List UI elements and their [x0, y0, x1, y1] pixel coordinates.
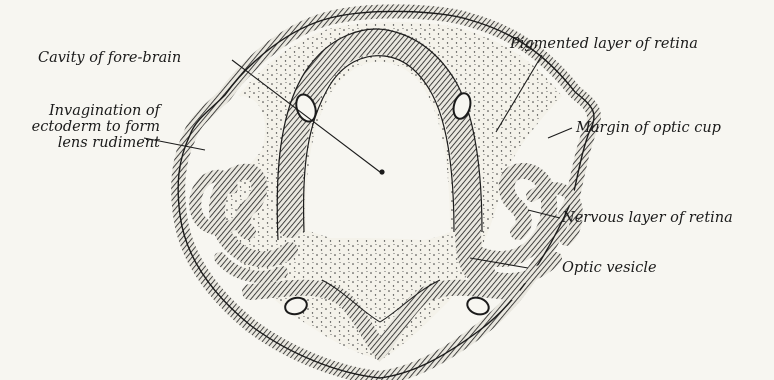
label-pigmented-layer: Pigmented layer of retina — [510, 36, 698, 52]
label-margin-optic-cup: Margin of optic cup — [576, 120, 721, 136]
label-invagination-line-2: ectoderm to form — [4, 119, 160, 135]
label-nervous-layer: Nervous layer of retina — [562, 210, 733, 226]
label-invagination-line-1: Invagination of — [4, 103, 160, 119]
label-invagination-line-3: lens rudiment — [4, 135, 160, 151]
label-optic-vesicle: Optic vesicle — [562, 260, 657, 276]
label-invagination: Invagination of ectoderm to form lens ru… — [4, 103, 160, 151]
label-cavity-fore-brain: Cavity of fore-brain — [38, 50, 181, 66]
